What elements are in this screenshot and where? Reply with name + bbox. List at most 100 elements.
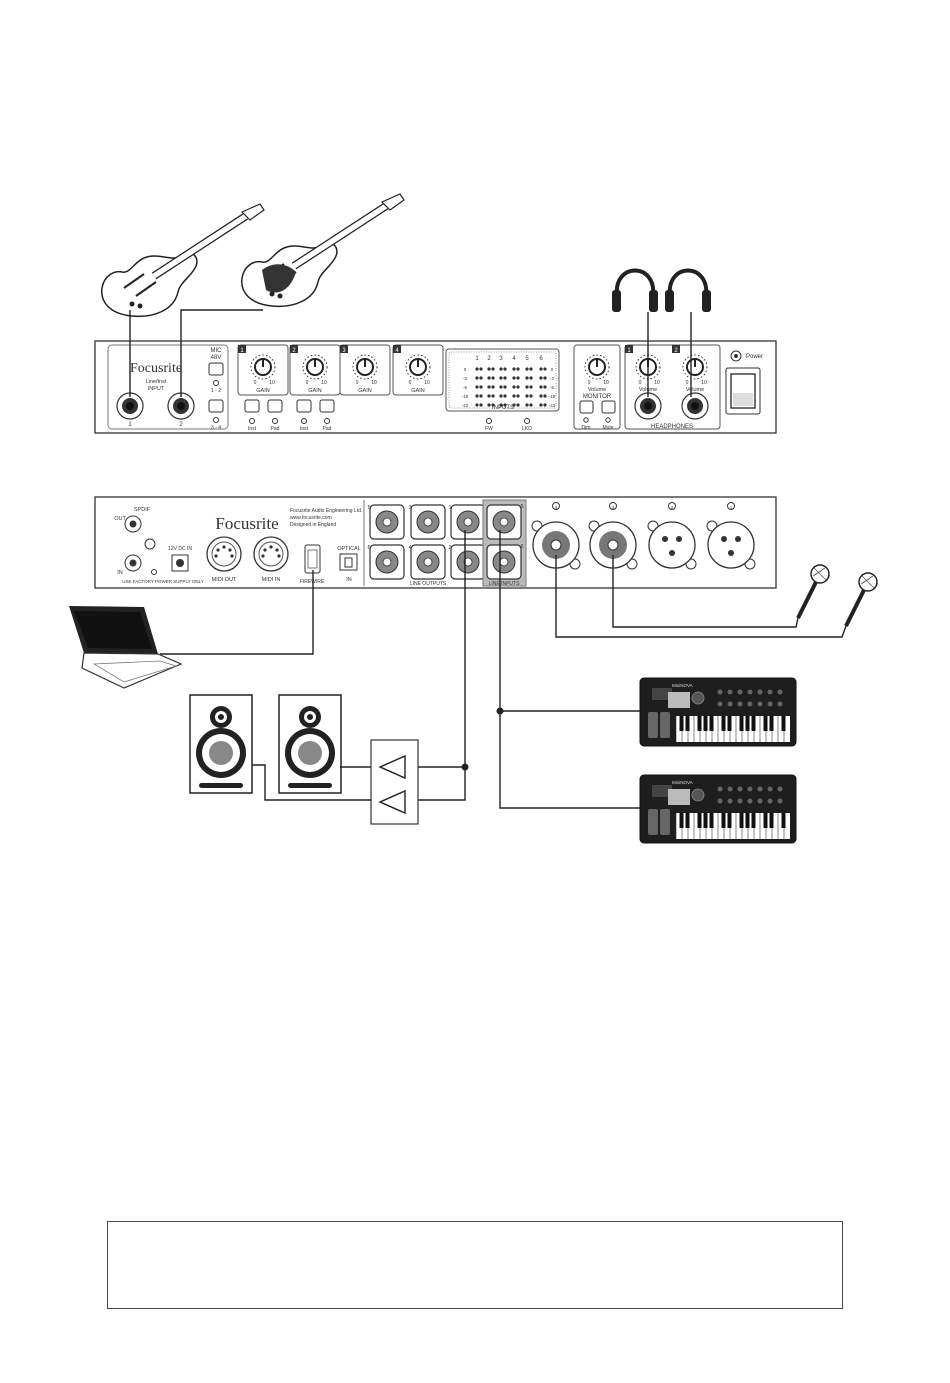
meter-6-ledb-1 — [543, 367, 547, 371]
cable-mic-2 — [555, 555, 847, 638]
hp-1-max: 10 — [654, 380, 660, 386]
midi-out-pin-4 — [230, 554, 234, 558]
hp-1-num-box — [625, 345, 633, 353]
phantom-3-4-led — [213, 417, 219, 423]
mic-input-num-circle-3 — [609, 502, 617, 510]
amplifier-1-icon — [378, 754, 406, 780]
line-output-2-jack — [450, 544, 486, 580]
meter-4-led-4 — [512, 394, 516, 398]
spdif-screw — [144, 538, 156, 550]
mic-48v-label: 48V — [211, 355, 222, 361]
mic-input-num-circle-2 — [668, 502, 676, 510]
synth-2-black-key-9 — [745, 813, 750, 828]
mic-label: MIC — [211, 348, 223, 354]
front-switch-4-led — [324, 418, 330, 424]
fw-label: FW — [485, 426, 493, 432]
front-brand-logo: Focusrite — [130, 361, 182, 376]
midi-out-inner — [211, 541, 237, 567]
lkd-led — [524, 418, 530, 424]
gain-2-min: 0 — [306, 380, 309, 386]
cable-firewire — [160, 570, 314, 655]
laptop-keyboard — [92, 660, 178, 683]
cable-line-in-synth-2 — [499, 530, 640, 809]
synth-2-black-key-13 — [781, 813, 786, 828]
meter-db-left-4: -18 — [462, 394, 469, 399]
meter-5-ledb-1 — [529, 367, 533, 371]
guitar-2-pickguard-icon — [262, 264, 296, 293]
gain-1-min: 0 — [254, 380, 257, 386]
guitar-1-icon — [102, 204, 264, 316]
meter-2-ledb-1 — [491, 367, 495, 371]
monitor-volume-label: Volume — [588, 387, 606, 393]
meter-2-ledb-4 — [491, 394, 495, 398]
meter-db-left-1: 0 — [464, 367, 467, 372]
mic-input-num-1: 1 — [730, 505, 733, 510]
dim-led — [583, 417, 589, 423]
dim-button — [579, 400, 594, 414]
cable-amp-to-left-speaker — [252, 764, 371, 801]
midi-in-pin-4 — [277, 554, 281, 558]
rear-brand-logo: Focusrite — [215, 514, 278, 533]
mute-button — [601, 400, 616, 414]
phantom-1-2-button — [208, 362, 224, 376]
meter-2-led-1 — [487, 367, 491, 371]
meter-1-led-3 — [475, 385, 479, 389]
midi-out-label: MIDI OUT — [212, 577, 237, 583]
gain-4-max: 10 — [424, 380, 430, 386]
meter-3-led-4 — [499, 394, 503, 398]
headphones-2-icon-left-cup — [665, 290, 674, 312]
line-output-num-1: 1 — [448, 505, 451, 511]
meter-db-right-3: -6 — [550, 385, 554, 390]
mic-input-num-2: 2 — [671, 505, 674, 510]
gain-3-min: 0 — [356, 380, 359, 386]
line-output-num-5: 5 — [367, 505, 370, 511]
meter-2-led-4 — [487, 394, 491, 398]
meter-5-ledb-2 — [529, 376, 533, 380]
meter-db-left-5: -42 — [462, 403, 469, 408]
synth-2-black-key-3 — [697, 813, 702, 828]
meter-4-ledb-3 — [516, 385, 520, 389]
headphones-2-icon-right-cup — [702, 290, 711, 312]
synth-1-black-key-5 — [709, 716, 714, 731]
dc-polarity-icon — [151, 569, 157, 575]
meter-5-ledb-4 — [529, 394, 533, 398]
headphones-1-icon-left-cup — [612, 290, 621, 312]
meter-3-ledb-2 — [503, 376, 507, 380]
hp-2-jack — [681, 392, 709, 420]
power-switch-rocker — [733, 393, 753, 406]
meter-db-right-4: -18 — [549, 394, 556, 399]
meter-1-led-2 — [475, 376, 479, 380]
meter-5-led-5 — [525, 403, 529, 407]
gain-1-max: 10 — [269, 380, 275, 386]
gain-1-num: 1 — [240, 348, 244, 354]
meter-3-ledb-3 — [503, 385, 507, 389]
synth-1-black-key-4 — [703, 716, 708, 731]
meter-4-led-5 — [512, 403, 516, 407]
gain-4-label: GAIN — [411, 388, 424, 394]
meter-db-right-1: 0 — [551, 367, 554, 372]
synth-1-black-key-11 — [763, 716, 768, 731]
spdif-in-pin — [129, 559, 137, 567]
meter-3-led-5 — [499, 403, 503, 407]
meter-4-led-2 — [512, 376, 516, 380]
gain-1-num-box — [238, 345, 246, 353]
meter-2-led-2 — [487, 376, 491, 380]
spdif-out-label: OUT — [114, 516, 126, 522]
synth-2-black-key-6 — [721, 813, 726, 828]
synth-2-black-key-10 — [751, 813, 756, 828]
meter-6-led-5 — [539, 403, 543, 407]
meter-4-led-3 — [512, 385, 516, 389]
meter-6-ledb-3 — [543, 385, 547, 389]
meter-4-ledb-5 — [516, 403, 520, 407]
meter-num-4: 4 — [512, 356, 516, 362]
front-switch-4-button — [319, 399, 335, 413]
synth-1-black-key-9 — [745, 716, 750, 731]
amplifier-2-icon — [378, 789, 406, 815]
front-input-label-2: INPUT — [148, 386, 165, 392]
gain-4-num-box — [393, 345, 401, 353]
front-switch-1-label: Inst — [248, 426, 257, 432]
synth-2-black-key-5 — [709, 813, 714, 828]
hp-2-min: 0 — [686, 380, 689, 386]
line-output-3-jack — [410, 504, 446, 540]
